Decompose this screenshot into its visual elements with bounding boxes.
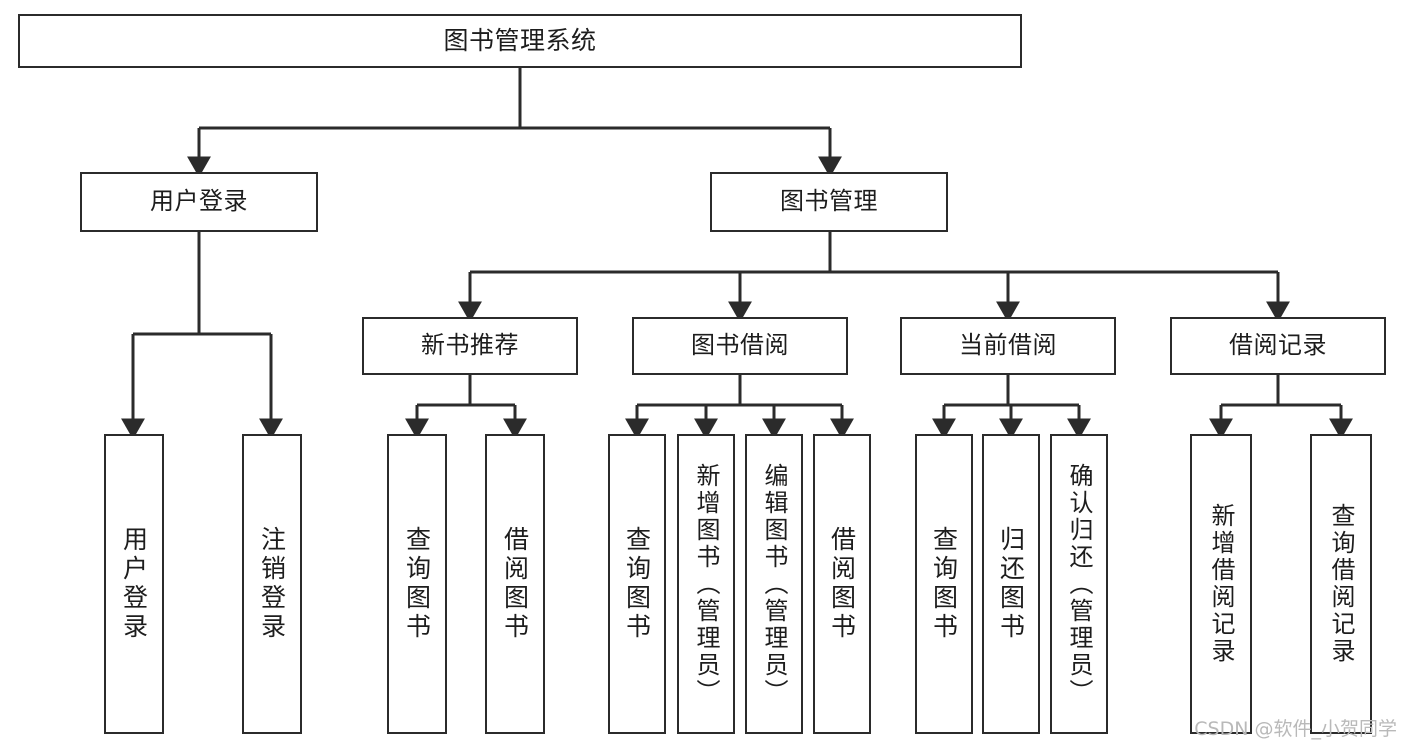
leaf-borrow-book-recommend-label: 借阅图书: [500, 526, 530, 642]
leaf-borrow-book-label: 借阅图书: [827, 526, 857, 642]
leaf-query-book[interactable]: 查询图书: [608, 434, 666, 734]
leaf-borrow-book-recommend[interactable]: 借阅图书: [485, 434, 545, 734]
leaf-edit-book-admin[interactable]: 编辑图书（管理员）: [745, 434, 803, 734]
node-book-management[interactable]: 图书管理: [710, 172, 948, 232]
leaf-user-login-label: 用户登录: [119, 526, 149, 642]
leaf-borrow-book[interactable]: 借阅图书: [813, 434, 871, 734]
leaf-return-book[interactable]: 归还图书: [982, 434, 1040, 734]
leaf-user-logout[interactable]: 注销登录: [242, 434, 302, 734]
node-user-login-label: 用户登录: [150, 187, 248, 216]
node-current-borrow-label: 当前借阅: [959, 331, 1057, 360]
leaf-add-borrow-record[interactable]: 新增借阅记录: [1190, 434, 1252, 734]
node-book-borrow-label: 图书借阅: [691, 331, 789, 360]
leaf-confirm-return-admin[interactable]: 确认归还（管理员）: [1050, 434, 1108, 734]
watermark: CSDN @软件_小贺同学: [1194, 718, 1397, 740]
node-root[interactable]: 图书管理系统: [18, 14, 1022, 68]
leaf-query-book-current-label: 查询图书: [929, 526, 959, 642]
node-new-book-recommend-label: 新书推荐: [421, 331, 519, 360]
leaf-return-book-label: 归还图书: [996, 526, 1026, 642]
leaf-query-book-current[interactable]: 查询图书: [915, 434, 973, 734]
leaf-query-book-recommend[interactable]: 查询图书: [387, 434, 447, 734]
node-new-book-recommend[interactable]: 新书推荐: [362, 317, 578, 375]
leaf-query-borrow-record-label: 查询借阅记录: [1327, 503, 1355, 665]
leaf-add-book-admin[interactable]: 新增图书（管理员）: [677, 434, 735, 734]
node-borrow-record[interactable]: 借阅记录: [1170, 317, 1386, 375]
leaf-edit-book-admin-label: 编辑图书（管理员）: [760, 462, 788, 706]
leaf-query-book-label: 查询图书: [622, 526, 652, 642]
node-user-login[interactable]: 用户登录: [80, 172, 318, 232]
leaf-add-borrow-record-label: 新增借阅记录: [1207, 503, 1235, 665]
leaf-query-borrow-record[interactable]: 查询借阅记录: [1310, 434, 1372, 734]
node-root-label: 图书管理系统: [443, 25, 597, 55]
leaf-query-book-recommend-label: 查询图书: [402, 526, 432, 642]
leaf-add-book-admin-label: 新增图书（管理员）: [692, 462, 720, 706]
leaf-user-login[interactable]: 用户登录: [104, 434, 164, 734]
node-current-borrow[interactable]: 当前借阅: [900, 317, 1116, 375]
node-book-borrow[interactable]: 图书借阅: [632, 317, 848, 375]
leaf-user-logout-label: 注销登录: [257, 526, 287, 642]
node-borrow-record-label: 借阅记录: [1229, 331, 1327, 360]
node-book-management-label: 图书管理: [780, 187, 878, 216]
leaf-confirm-return-admin-label: 确认归还（管理员）: [1065, 462, 1093, 706]
